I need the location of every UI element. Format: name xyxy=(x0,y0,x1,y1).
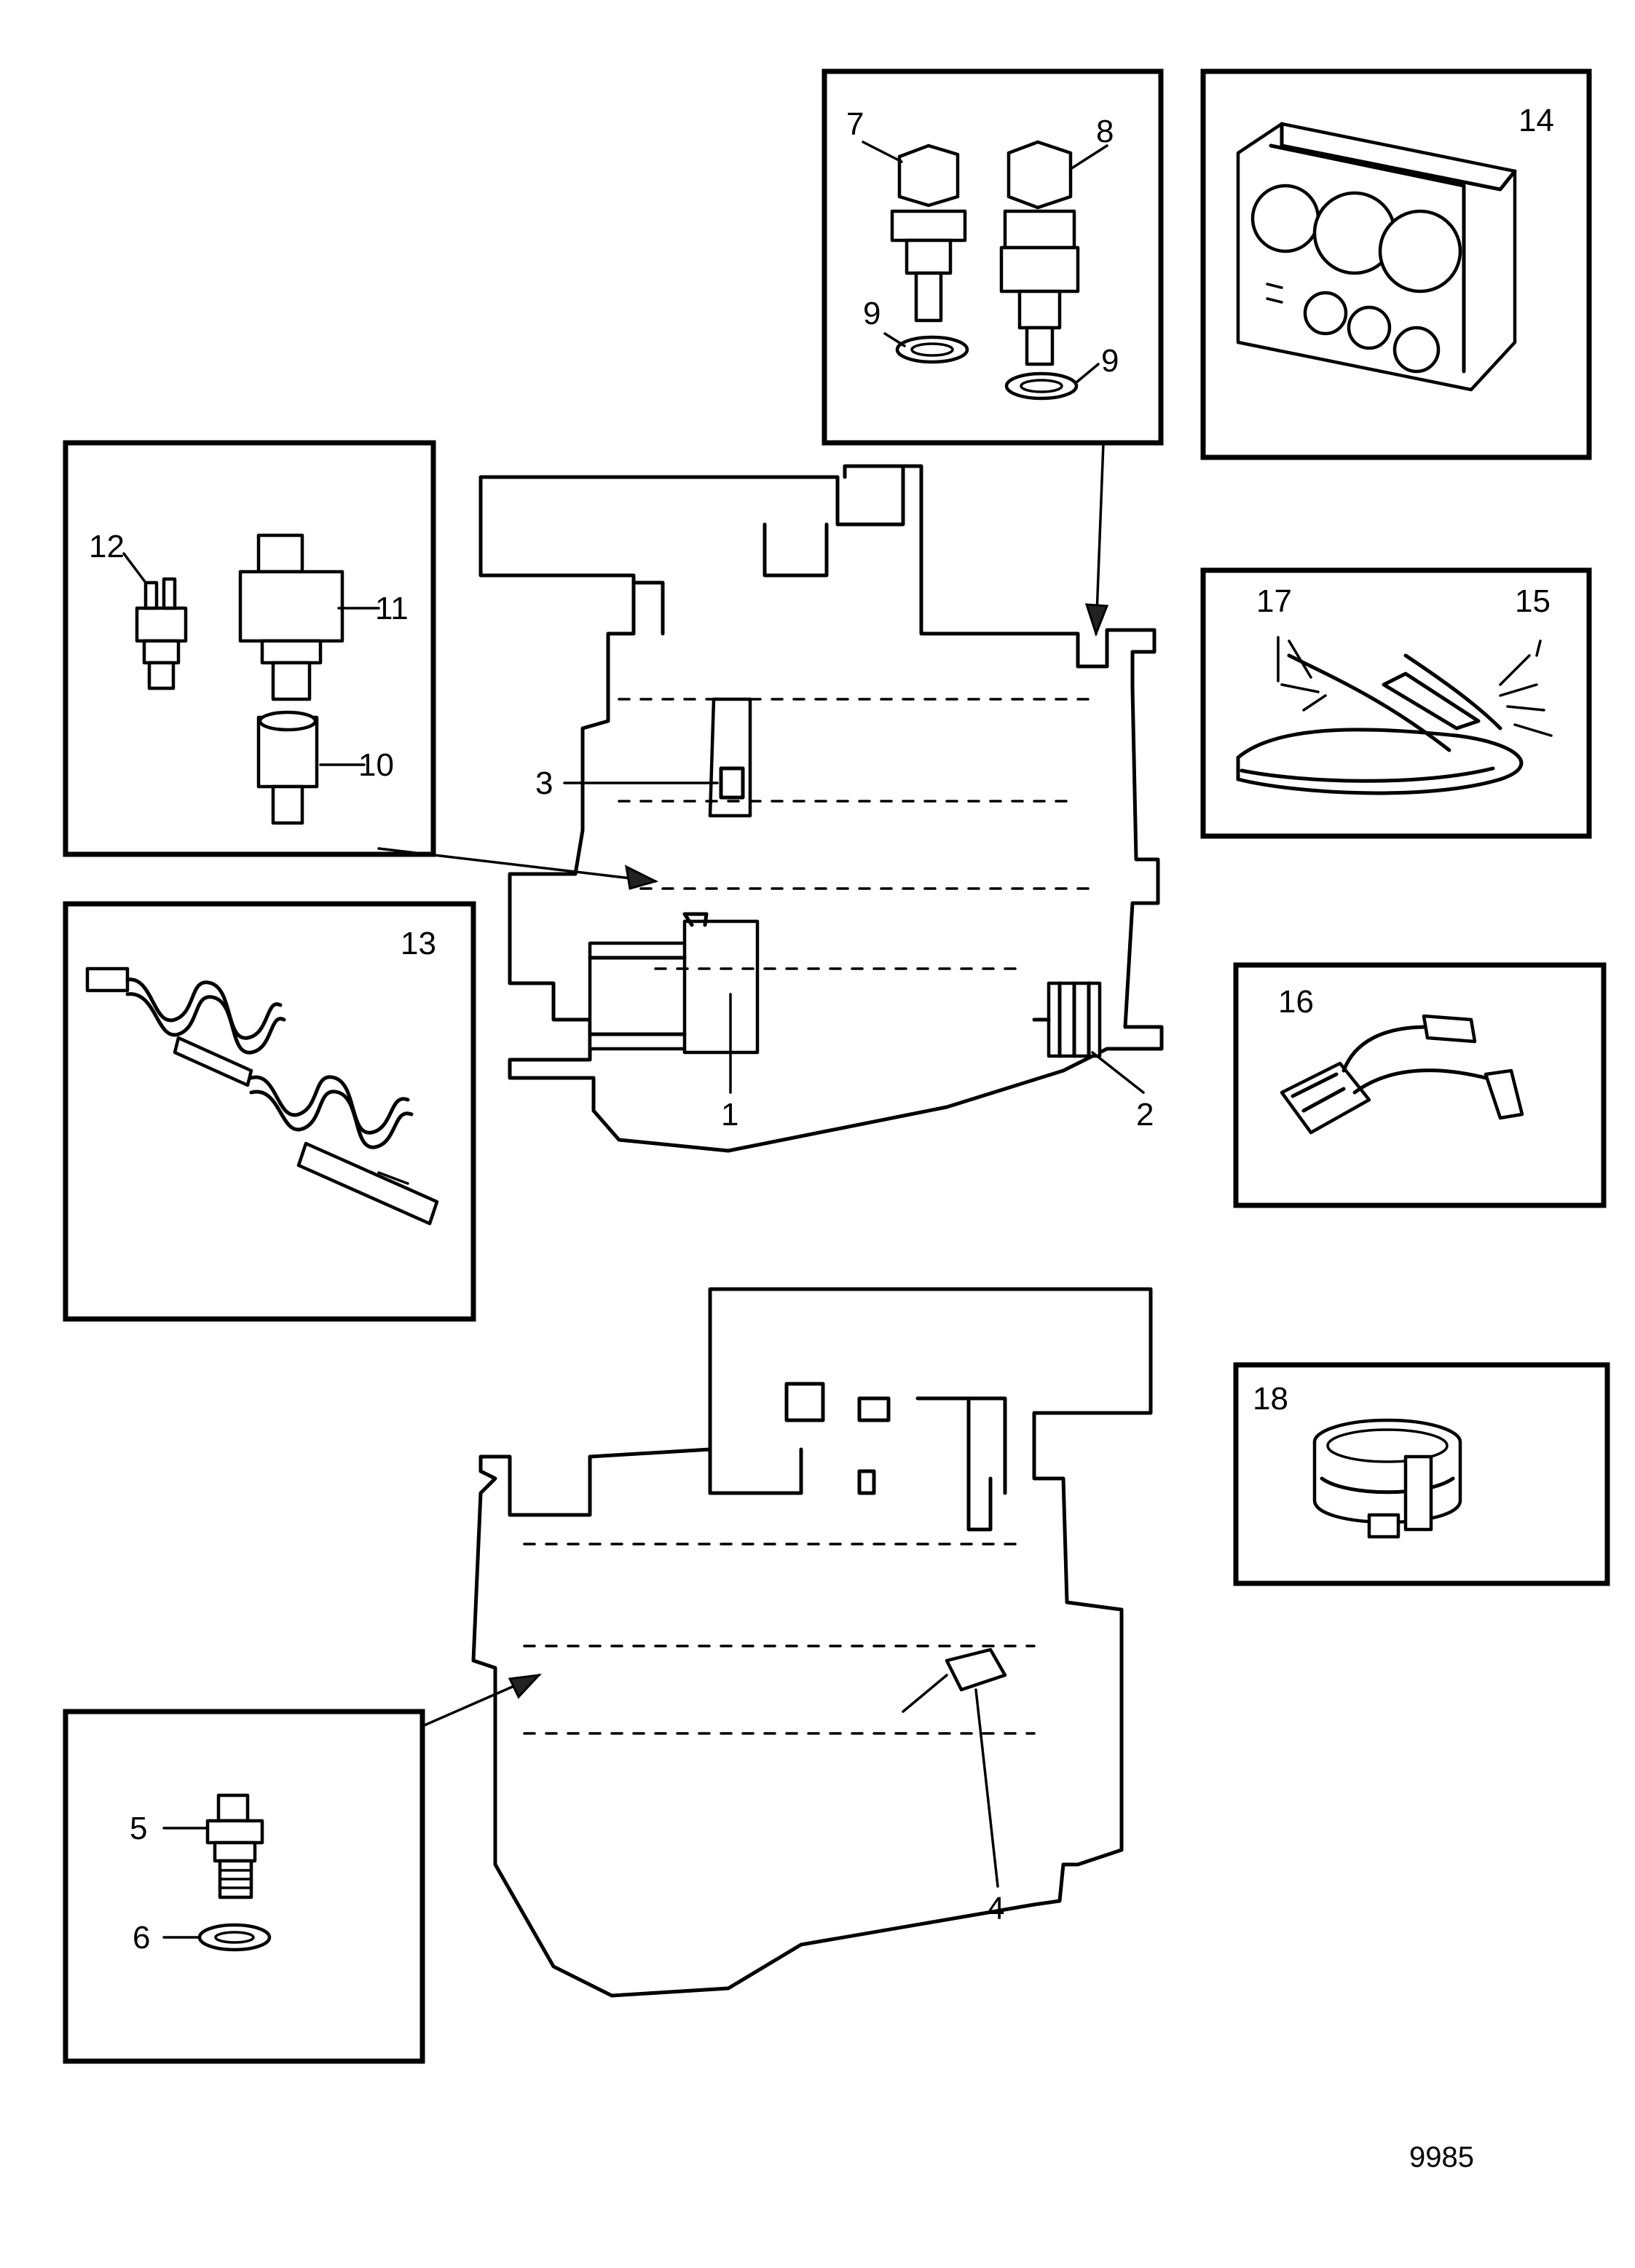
callout-2: 2 xyxy=(1136,1097,1154,1133)
callout-4: 4 xyxy=(987,1891,1004,1926)
heating-element-box xyxy=(63,901,476,1322)
pointer-arrows xyxy=(377,441,1109,1728)
callout-11: 11 xyxy=(375,591,409,626)
callout-16: 16 xyxy=(1278,984,1314,1020)
callout-14: 14 xyxy=(1518,103,1554,138)
callout-18: 18 xyxy=(1253,1381,1288,1417)
callout-12: 12 xyxy=(89,529,125,564)
callout-10: 10 xyxy=(358,747,394,783)
wiring-harness-box xyxy=(1200,567,1592,839)
callout-labels: 1 2 3 4 5 6 7 8 9 9 10 11 12 13 14 15 16… xyxy=(89,103,1554,1956)
lower-engine-outline xyxy=(471,1287,1153,1998)
callout-17: 17 xyxy=(1256,583,1292,619)
oil-switch-box xyxy=(63,1709,425,2064)
callout-8: 8 xyxy=(1096,114,1114,149)
engine-callout-leaders xyxy=(563,781,1145,1888)
callout-13: 13 xyxy=(401,926,436,961)
callout-3: 3 xyxy=(535,765,553,801)
callout-15: 15 xyxy=(1515,583,1551,619)
callout-9-left: 9 xyxy=(863,296,880,331)
callout-5: 5 xyxy=(130,1811,147,1846)
callout-1: 1 xyxy=(721,1097,738,1133)
callout-9-right: 9 xyxy=(1101,343,1119,379)
temperature-sender-box xyxy=(822,68,1164,446)
gauge-box xyxy=(1233,1362,1610,1586)
callout-7: 7 xyxy=(846,106,864,142)
figure-code: 9985 xyxy=(1409,2141,1474,2173)
upper-engine-outline xyxy=(478,464,1164,1153)
pressure-sender-box xyxy=(63,440,436,857)
cable-adapter-box xyxy=(1233,962,1607,1208)
instrument-panel-box xyxy=(1200,68,1592,460)
callout-6: 6 xyxy=(133,1920,150,1956)
